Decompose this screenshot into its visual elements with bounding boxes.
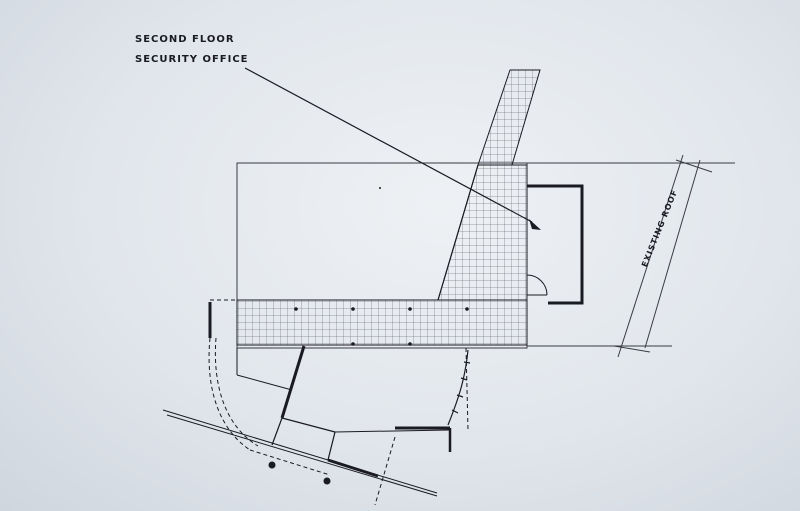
survey-dot <box>379 187 381 189</box>
leader-arrow <box>244 67 541 230</box>
walkway-columns <box>294 307 469 346</box>
curved-window-wall <box>447 349 471 426</box>
security-office-room <box>526 184 584 305</box>
label-security-office: SECURITY OFFICE <box>135 54 249 65</box>
lower-columns <box>268 461 331 485</box>
roof-dimension-line <box>613 154 713 358</box>
gridded-walkway <box>236 164 528 346</box>
exterior-stair <box>477 69 541 166</box>
label-second-floor: SECOND FLOOR <box>135 34 235 45</box>
lower-pavilion <box>162 299 469 506</box>
